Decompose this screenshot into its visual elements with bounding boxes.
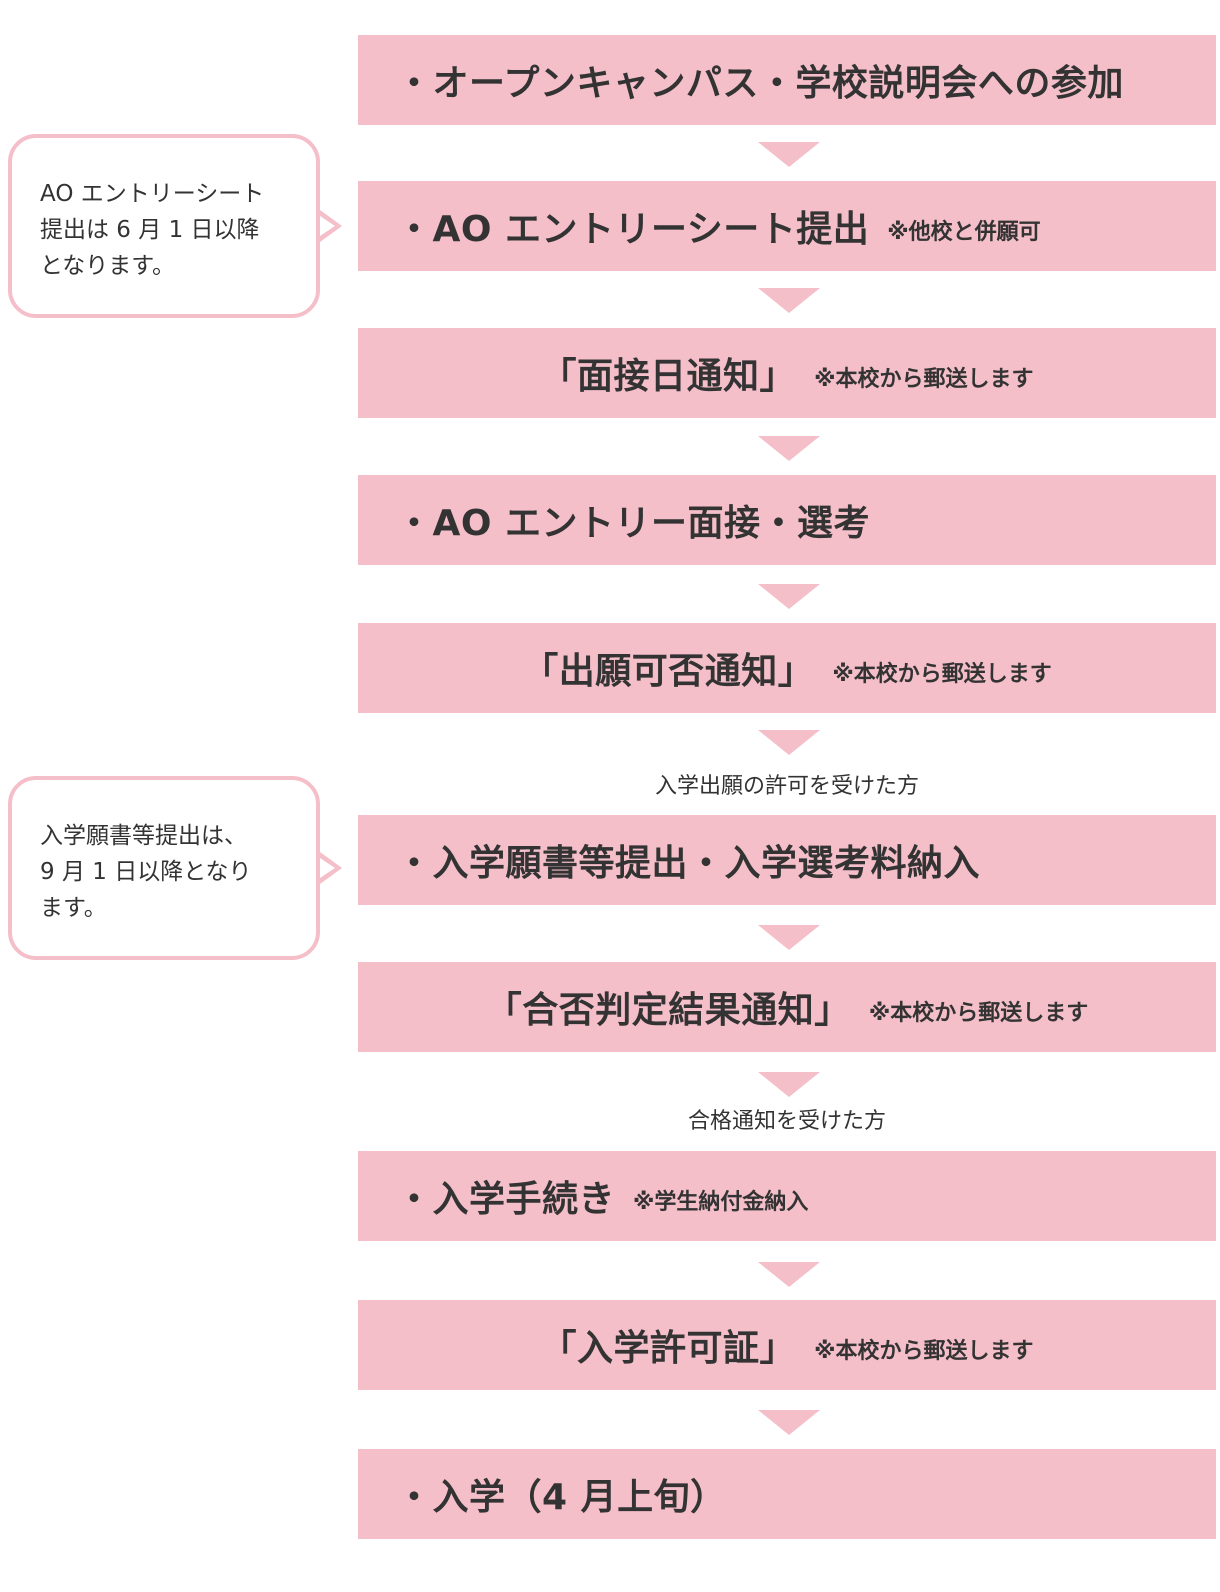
step-label: 「入学許可証」	[540, 1328, 797, 1369]
callout-text: 入学願書等提出は、 9 月 1 日以降となり ます。	[40, 818, 300, 926]
step-label: ・入学手続き	[396, 1179, 616, 1220]
step-label: 「合否判定結果通知」	[485, 990, 851, 1031]
step-note: ※本校から郵送します	[832, 662, 1052, 687]
callout-entry-sheet: AO エントリーシート 提出は 6 月 1 日以降 となります。	[8, 134, 342, 318]
step-admission: ・入学（4 月上旬）	[358, 1449, 1216, 1539]
callout-line: ます。	[40, 895, 107, 921]
step-note: ※本校から郵送します	[868, 1001, 1089, 1026]
condition-label: 入学出願の許可を受けた方	[654, 774, 919, 799]
step-note: ※他校と併願可	[887, 220, 1041, 245]
step-note: ※本校から郵送します	[814, 367, 1034, 392]
callout-application: 入学願書等提出は、 9 月 1 日以降となり ます。	[8, 776, 342, 960]
step-label: 「出願可否通知」	[522, 651, 815, 692]
down-arrow-icon	[758, 142, 820, 167]
down-arrow-icon	[758, 1410, 820, 1435]
callout-line: 提出は 6 月 1 日以降	[40, 217, 260, 243]
condition-label: 合格通知を受けた方	[687, 1109, 886, 1134]
callout-text: AO エントリーシート 提出は 6 月 1 日以降 となります。	[40, 176, 300, 284]
down-arrow-icon	[758, 584, 820, 609]
step-application: ・入学願書等提出・入学選考料納入	[358, 815, 1216, 905]
down-arrow-icon	[758, 925, 820, 950]
callout-pointer-fill	[320, 216, 335, 236]
step-label: ・入学（4 月上旬）	[396, 1477, 727, 1518]
step-label: ・AO エントリーシート提出	[396, 209, 870, 250]
down-arrow-icon	[758, 1072, 820, 1097]
down-arrow-icon	[758, 288, 820, 313]
step-entry-sheet: ・AO エントリーシート提出 ※他校と併願可	[358, 181, 1216, 271]
step-label: 「面接日通知」	[540, 356, 797, 397]
callout-pointer-fill	[320, 858, 335, 878]
step-open-campus: ・オープンキャンパス・学校説明会への参加	[358, 35, 1216, 125]
callout-line: 9 月 1 日以降となり	[40, 859, 252, 885]
step-interview-notice: 「面接日通知」 ※本校から郵送します	[358, 328, 1216, 418]
step-label: ・入学願書等提出・入学選考料納入	[396, 843, 981, 884]
step-interview: ・AO エントリー面接・選考	[358, 475, 1216, 565]
callout-line: となります。	[40, 253, 176, 279]
step-note: ※学生納付金納入	[633, 1190, 809, 1215]
step-enrollment-procedure: ・入学手続き ※学生納付金納入	[358, 1151, 1216, 1241]
step-result-notice: 「合否判定結果通知」 ※本校から郵送します	[358, 962, 1216, 1052]
callout-line: 入学願書等提出は、	[40, 823, 247, 849]
down-arrow-icon	[758, 436, 820, 461]
down-arrow-icon	[758, 1262, 820, 1287]
down-arrow-icon	[758, 730, 820, 755]
step-note: ※本校から郵送します	[814, 1339, 1034, 1364]
step-admission-permit: 「入学許可証」 ※本校から郵送します	[358, 1300, 1216, 1390]
step-label: ・AO エントリー面接・選考	[396, 503, 870, 544]
callout-line: AO エントリーシート	[40, 181, 265, 207]
step-label: ・オープンキャンパス・学校説明会への参加	[396, 63, 1124, 104]
step-eligibility-notice: 「出願可否通知」 ※本校から郵送します	[358, 623, 1216, 713]
